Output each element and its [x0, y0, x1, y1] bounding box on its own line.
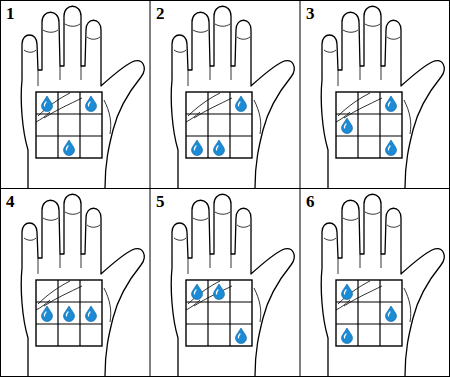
hand-outline: [321, 6, 444, 188]
water-drop: [342, 328, 353, 344]
hand-outline: [321, 194, 444, 376]
hand-panel: [321, 6, 444, 188]
hand-panel: [21, 194, 144, 376]
panel-number: 6: [305, 193, 316, 210]
panel-number: 2: [155, 5, 166, 22]
water-drop: [386, 96, 397, 112]
water-drop: [64, 140, 75, 156]
water-drop: [386, 140, 397, 156]
water-drop: [192, 284, 203, 300]
panel-number: 4: [5, 193, 16, 210]
water-drop: [386, 306, 397, 322]
water-drop: [214, 284, 225, 300]
panel-number: 5: [155, 193, 166, 210]
hand-outline: [21, 6, 144, 188]
water-drop: [42, 96, 53, 112]
water-drop: [214, 140, 225, 156]
water-drop: [86, 96, 97, 112]
hand-outline: [171, 194, 294, 376]
hand-panel: [21, 6, 144, 188]
water-drop: [342, 118, 353, 134]
water-drop: [236, 328, 247, 344]
water-drop: [236, 96, 247, 112]
panel-number: 3: [305, 5, 316, 22]
water-drop: [64, 306, 75, 322]
hand-panel: [171, 194, 294, 376]
hand-panel: [321, 194, 444, 376]
panel-number: 1: [5, 5, 16, 22]
water-drop: [86, 306, 97, 322]
water-drop: [342, 284, 353, 300]
hand-panel: [171, 6, 294, 188]
water-drop: [42, 306, 53, 322]
hand-outline: [21, 194, 144, 376]
hand-outline: [171, 6, 294, 188]
water-drop: [192, 140, 203, 156]
